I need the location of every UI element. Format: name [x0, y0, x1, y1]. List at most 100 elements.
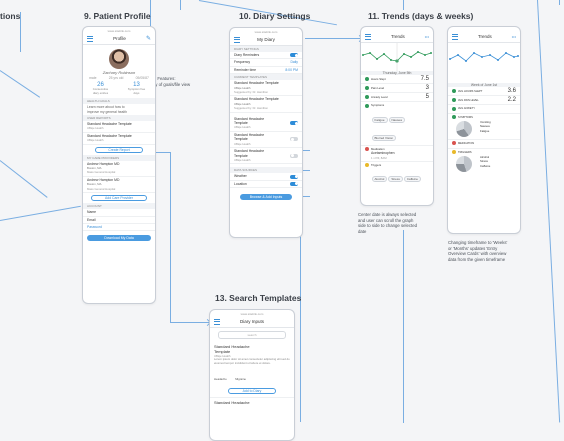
- entry-label: Pain Level: [371, 86, 385, 91]
- template-sub: UBiqe Health: [234, 85, 251, 90]
- entry-card[interactable]: Medication Acetaminophen 1 x Pill, 8AM: [361, 146, 433, 163]
- provider-item[interactable]: Andrew Hampton MD Boston, MA Mass Genera…: [83, 161, 155, 177]
- trigger-chip: Caffeine: [403, 176, 421, 183]
- row-label: Reminder time: [234, 67, 257, 72]
- search-phone: www.sitelink.com Diary Inputs search Sta…: [209, 309, 295, 441]
- template-result[interactable]: Standard Headache Template UBiqe Health …: [210, 342, 294, 398]
- browse-add-inputs-button[interactable]: Browse & Add Inputs: [240, 194, 292, 201]
- weather-row[interactable]: Weather: [230, 173, 302, 181]
- overview-card[interactable]: MEDICATION: [448, 140, 520, 149]
- reminder-time-row[interactable]: Reminder time 8:00 PM: [230, 67, 302, 75]
- url-label: www.sitelink.com: [240, 312, 264, 316]
- add-care-provider-button[interactable]: Add Care Provider: [91, 195, 147, 202]
- entry-label: AVG ANXIETY: [458, 107, 475, 111]
- stat-entries-value: 26: [97, 82, 104, 89]
- row-label: Diary Reminders: [234, 53, 260, 57]
- more-icon[interactable]: •••: [511, 34, 516, 39]
- more-icon[interactable]: •••: [424, 34, 429, 39]
- provider-item[interactable]: Andrew Hampton MD Boston, MA Mass Genera…: [83, 177, 155, 194]
- diary-settings-header: DIARY SETTINGS: [230, 46, 302, 52]
- menu-icon[interactable]: [452, 33, 458, 40]
- template-name: Standard Headache Template: [234, 97, 279, 102]
- account-email-field[interactable]: Email: [83, 217, 155, 224]
- trend-line-chart[interactable]: [448, 43, 520, 83]
- account-name-field[interactable]: Name: [83, 209, 155, 217]
- edit-icon[interactable]: ✎: [145, 36, 151, 42]
- stat-symptomfree-value: 13: [133, 82, 140, 89]
- template-name: Standard Headache Template: [234, 149, 265, 158]
- result-tag: Migraine: [235, 376, 246, 381]
- entry-label: AVG HOURS SLEPT: [458, 89, 483, 93]
- entry-label: AVG PAIN LEVEL: [458, 98, 479, 102]
- location-row[interactable]: Location: [230, 181, 302, 189]
- result-sub: UBiqe Health: [214, 354, 231, 358]
- overview-card[interactable]: AVG ANXIETY: [448, 105, 520, 114]
- overview-card[interactable]: TRIGGERS Alcohol Stress Caffeine: [448, 149, 520, 174]
- diary-reminders-row[interactable]: Diary Reminders: [230, 52, 302, 60]
- create-report-button[interactable]: Create Report: [95, 146, 143, 153]
- screen-title: Trends: [477, 34, 492, 39]
- download-data-button[interactable]: Download My Data: [87, 235, 151, 242]
- row-value: 8:00 PM: [285, 67, 298, 72]
- row-value: Daily: [290, 60, 298, 65]
- entry-label: Anxiety Level: [371, 95, 388, 100]
- stat-symptomfree-label: Symptom free days: [127, 87, 146, 95]
- add-to-diary-button[interactable]: Add to Diary: [228, 387, 276, 394]
- template-toggle[interactable]: [290, 153, 298, 158]
- trends-days-phone: Trends ••• Thursday, June 5th Hours Slep…: [360, 26, 434, 206]
- template-name: Standard Headache Template: [234, 132, 265, 142]
- weather-toggle[interactable]: [290, 174, 298, 179]
- overview-card[interactable]: SYMPTOMS Vomiting Nausea Fatigue: [448, 114, 520, 141]
- legend-item: Alcohol: [480, 154, 490, 159]
- meta-dob: 05/05/87: [135, 76, 149, 80]
- reminders-toggle[interactable]: [290, 53, 298, 58]
- entry-value: 5: [425, 94, 429, 101]
- menu-icon[interactable]: [214, 318, 220, 325]
- current-templates-header: CURRENT TEMPLATES: [230, 74, 302, 81]
- entry-label: Symptoms: [371, 103, 385, 108]
- template-toggle[interactable]: [290, 137, 298, 142]
- template-sub: UBiqe Health: [234, 141, 251, 146]
- next-result-name[interactable]: Standard Headache: [214, 399, 250, 405]
- triggers-pie: [456, 156, 472, 173]
- template-sub: UBiqe Health: [234, 125, 251, 130]
- location-toggle[interactable]: [290, 181, 298, 186]
- trend-line-chart[interactable]: [361, 43, 433, 71]
- url-label: www.sitelink.com: [254, 30, 278, 34]
- template-sub: UBiqe Health: [234, 157, 251, 162]
- provider-name: Andrew Hampton MD: [87, 177, 120, 182]
- account-password-field[interactable]: Password: [83, 224, 155, 232]
- screen-title: Diary Inputs: [239, 319, 264, 324]
- search-input[interactable]: search: [218, 331, 286, 339]
- template-name: Standard Headache Template: [234, 116, 265, 126]
- row-label: Location: [234, 181, 247, 186]
- heading-search-templates: 13. Search Templates: [215, 293, 302, 303]
- menu-icon[interactable]: [234, 36, 240, 43]
- row-label: Weather: [234, 174, 247, 179]
- frequency-row[interactable]: Frequency Daily: [230, 59, 302, 67]
- trends-weeks-phone: Trends ••• Week of June 1st AVG HOURS SL…: [447, 26, 521, 234]
- entry-label: TRIGGERS: [458, 150, 472, 154]
- entry-card[interactable]: Anxiety Level 5: [361, 93, 433, 103]
- row-label: Frequency: [234, 60, 251, 65]
- menu-icon[interactable]: [87, 35, 93, 42]
- note-trends-weeks: Changing timeframe to 'Weeks' or 'Months…: [448, 240, 508, 262]
- symptom-chip: Nausea: [388, 116, 405, 123]
- menu-icon[interactable]: [365, 33, 371, 40]
- legend-item: Nausea: [480, 124, 490, 129]
- screen-title: Profile: [113, 36, 126, 41]
- template-toggle[interactable]: [290, 121, 298, 126]
